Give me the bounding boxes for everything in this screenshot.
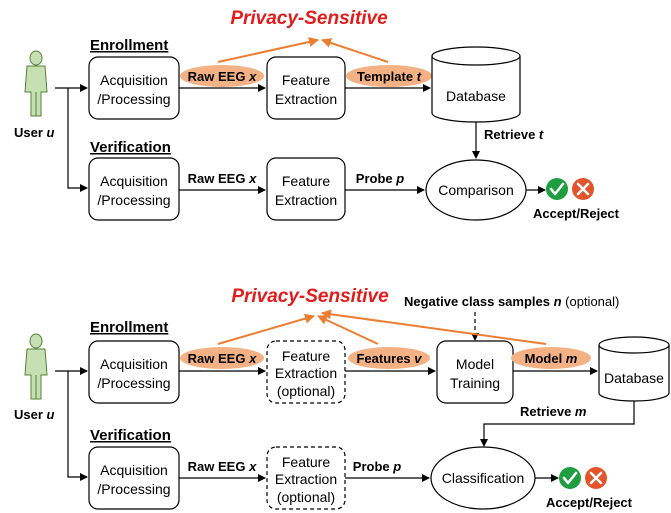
bottom-reject-x-icon	[585, 467, 607, 489]
bottom-verify-feature-box	[266, 446, 346, 510]
bottom-verify-feature-line3: (optional)	[277, 489, 335, 505]
bottom-verification-label: Verification	[90, 427, 171, 444]
top-accept-check-icon	[546, 178, 568, 200]
bottom-verify-acquisition-line1: Acquisition	[100, 462, 168, 478]
top-enroll-feature-line1: Feature	[282, 72, 330, 88]
top-verify-acquisition-line1: Acquisition	[100, 173, 168, 189]
bottom-enroll-feature-line2: Extraction	[275, 365, 337, 381]
bottom-privacy-title: Privacy-Sensitive	[231, 286, 389, 307]
top-enrollment-label: Enrollment	[90, 37, 168, 54]
bottom-enrollment-label: Enrollment	[90, 319, 168, 336]
top-verify-feature-box	[266, 157, 346, 221]
bottom-accept-reject-label: Accept/Reject	[546, 495, 633, 510]
bottom-model-m-highlight	[511, 347, 591, 369]
top-raw-eeg-highlight	[180, 65, 264, 87]
bottom-features-label: Features v	[356, 351, 422, 366]
bottom-verify-feature-line1: Feature	[282, 454, 330, 470]
top-accept-reject-label: Accept/Reject	[533, 206, 620, 221]
bottom-features-highlight	[348, 347, 430, 369]
bottom-verify-acquisition-box	[88, 446, 180, 510]
top-diagram: Privacy-Sensitive Enrollment Verificatio…	[14, 8, 620, 221]
bottom-verify-acquisition-line2: /Processing	[97, 481, 170, 497]
top-user-label: User u	[14, 125, 55, 140]
bottom-enroll-acquisition-box	[88, 340, 180, 404]
top-comparison-label: Comparison	[438, 182, 513, 198]
top-template-label: Template t	[357, 69, 422, 84]
top-enroll-feature-box	[266, 56, 346, 120]
bottom-enroll-acquisition-line1: Acquisition	[100, 356, 168, 372]
top-template-highlight	[346, 65, 432, 87]
bottom-database-cylinder-icon	[598, 336, 670, 402]
bottom-verify-feature-line2: Extraction	[275, 471, 337, 487]
bottom-diagram: Privacy-Sensitive Negative class samples…	[14, 286, 670, 510]
bottom-model-training-line1: Model	[456, 356, 494, 372]
top-user-figure-icon	[24, 50, 48, 117]
bottom-enroll-acquisition-line2: /Processing	[97, 375, 170, 391]
top-enroll-acquisition-box	[88, 56, 180, 120]
bottom-probe-label: Probe p	[353, 459, 401, 474]
bottom-user-to-verify-arrow	[67, 371, 88, 481]
top-probe-label: Probe p	[356, 171, 404, 186]
bottom-negative-samples-label: Negative class samples n (optional)	[404, 294, 619, 309]
bottom-accept-check-icon	[559, 467, 581, 489]
top-raw-eeg-label: Raw EEG x	[188, 69, 257, 84]
bottom-verify-raw-eeg-label: Raw EEG x	[188, 459, 257, 474]
bottom-retrieve-label: Retrieve m	[520, 404, 587, 419]
bottom-classification-label: Classification	[442, 470, 524, 486]
bottom-privacy-arrow-model	[321, 309, 547, 345]
top-verify-acquisition-box	[88, 157, 180, 221]
top-reject-x-icon	[572, 178, 594, 200]
bottom-privacy-arrow-raw	[217, 313, 315, 345]
top-verify-acquisition-line2: /Processing	[97, 192, 170, 208]
top-enroll-feature-line2: Extraction	[275, 91, 337, 107]
bottom-raw-eeg-highlight	[180, 347, 264, 369]
top-user-to-verify-arrow	[67, 88, 88, 192]
bottom-user-figure-icon	[24, 333, 48, 400]
top-privacy-arrow-raw	[217, 37, 319, 63]
bottom-user-label: User u	[14, 407, 55, 422]
top-retrieve-label: Retrieve t	[484, 127, 544, 142]
bottom-raw-eeg-label: Raw EEG x	[188, 351, 257, 366]
top-verification-label: Verification	[90, 139, 171, 156]
top-enroll-acquisition-line2: /Processing	[97, 91, 170, 107]
bottom-model-training-line2: Training	[450, 375, 500, 391]
bottom-enroll-feature-line3: (optional)	[277, 383, 335, 399]
bottom-enroll-feature-line1: Feature	[282, 348, 330, 364]
bottom-model-training-box	[436, 340, 514, 404]
top-database-cylinder-icon	[431, 46, 521, 123]
bottom-database-label: Database	[604, 370, 664, 386]
top-privacy-arrow-template	[321, 38, 389, 63]
top-verify-feature-line1: Feature	[282, 173, 330, 189]
top-privacy-title: Privacy-Sensitive	[230, 8, 388, 29]
bottom-privacy-arrow-features	[317, 315, 379, 345]
bottom-retrieve-arrow	[480, 401, 635, 447]
top-enroll-acquisition-line1: Acquisition	[100, 72, 168, 88]
top-verify-feature-line2: Extraction	[275, 192, 337, 208]
bottom-model-m-label: Model m	[525, 351, 578, 366]
bottom-enroll-feature-box	[266, 340, 346, 404]
top-database-label: Database	[446, 88, 506, 104]
top-verify-raw-eeg-label: Raw EEG x	[188, 171, 257, 186]
